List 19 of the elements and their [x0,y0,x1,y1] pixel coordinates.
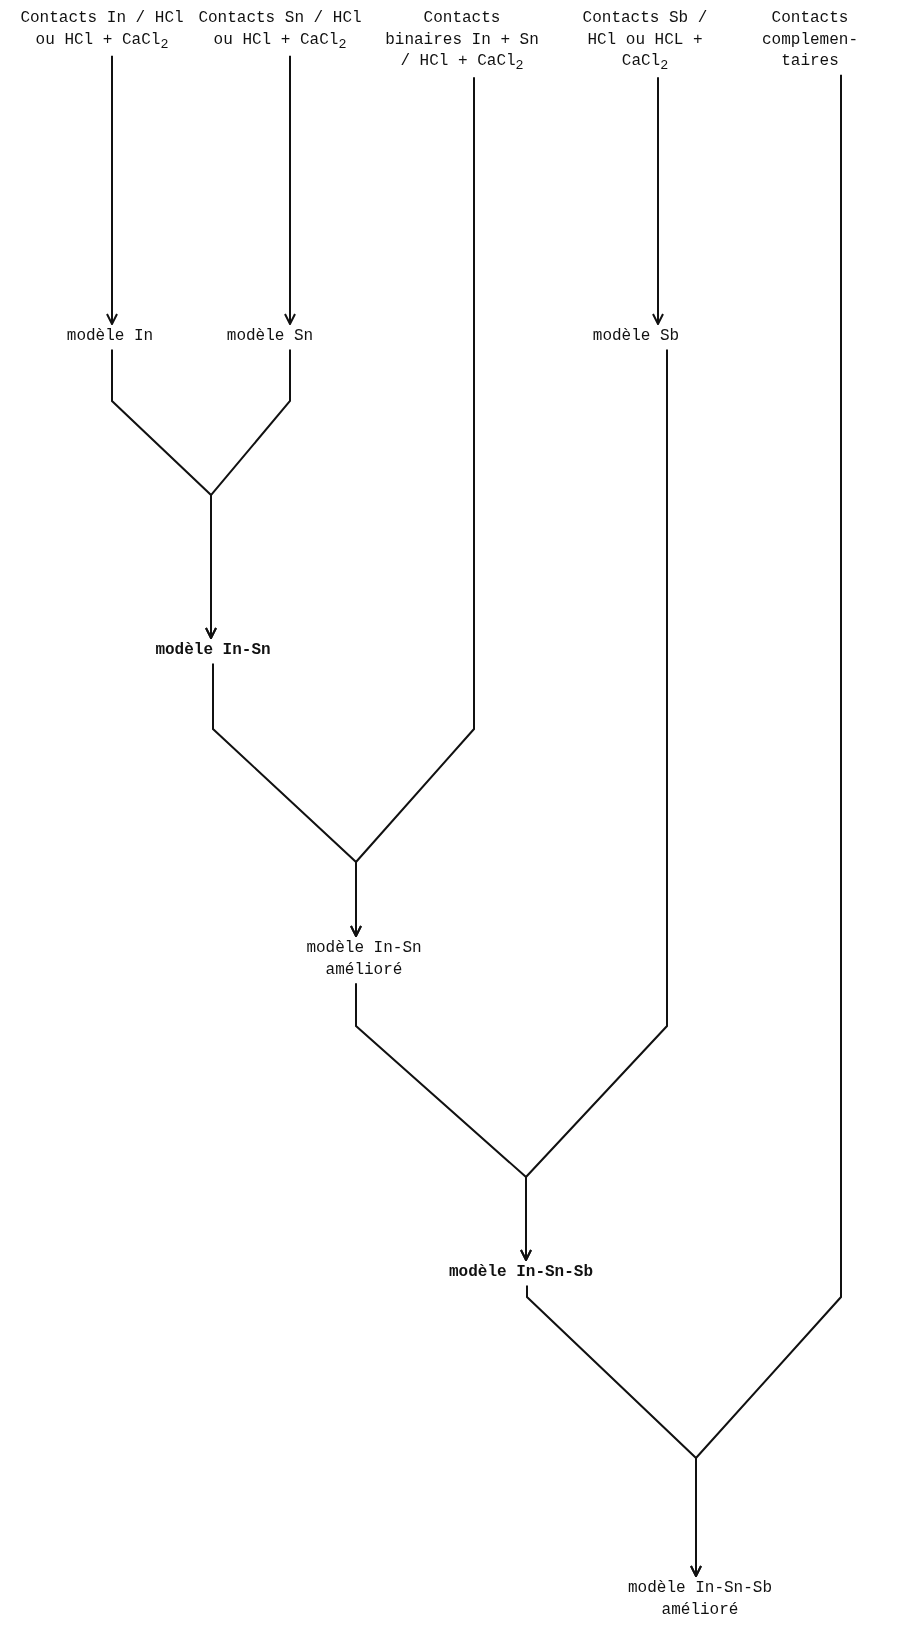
node-label: Contacts complemen- taires [761,8,859,73]
node-label: Contacts In / HCl ou HCl + CaCl$_{2}$ [19,8,185,54]
connector-arrow [106,54,118,325]
node-label: modèle In-Sn-Sb amélioré [627,1578,773,1621]
node-label: modèle In-Sn [155,640,271,661]
node-label: Contacts Sb / HCl ou HCL + CaCl$_{2}$ [581,8,709,76]
node-label: Contacts Sn / HCl ou HCl + CaCl$_{2}$ [197,8,363,54]
node-label: modèle In-Sn-Sb [449,1262,593,1283]
node-label: Contacts binaires In + Sn / HCl + CaCl$_{2}$ [384,8,540,76]
node-label: modèle Sb [592,326,680,347]
connector-arrow [205,348,291,639]
connector-arrow [520,348,668,1261]
node-label: modèle In-Sn amélioré [305,938,423,981]
connector-arrow [690,73,842,1577]
node-label: modèle Sn [226,326,314,347]
connector-arrow [284,54,296,325]
connector-arrow [350,76,475,937]
connector-arrow [652,76,664,325]
node-label: modèle In [66,326,154,347]
